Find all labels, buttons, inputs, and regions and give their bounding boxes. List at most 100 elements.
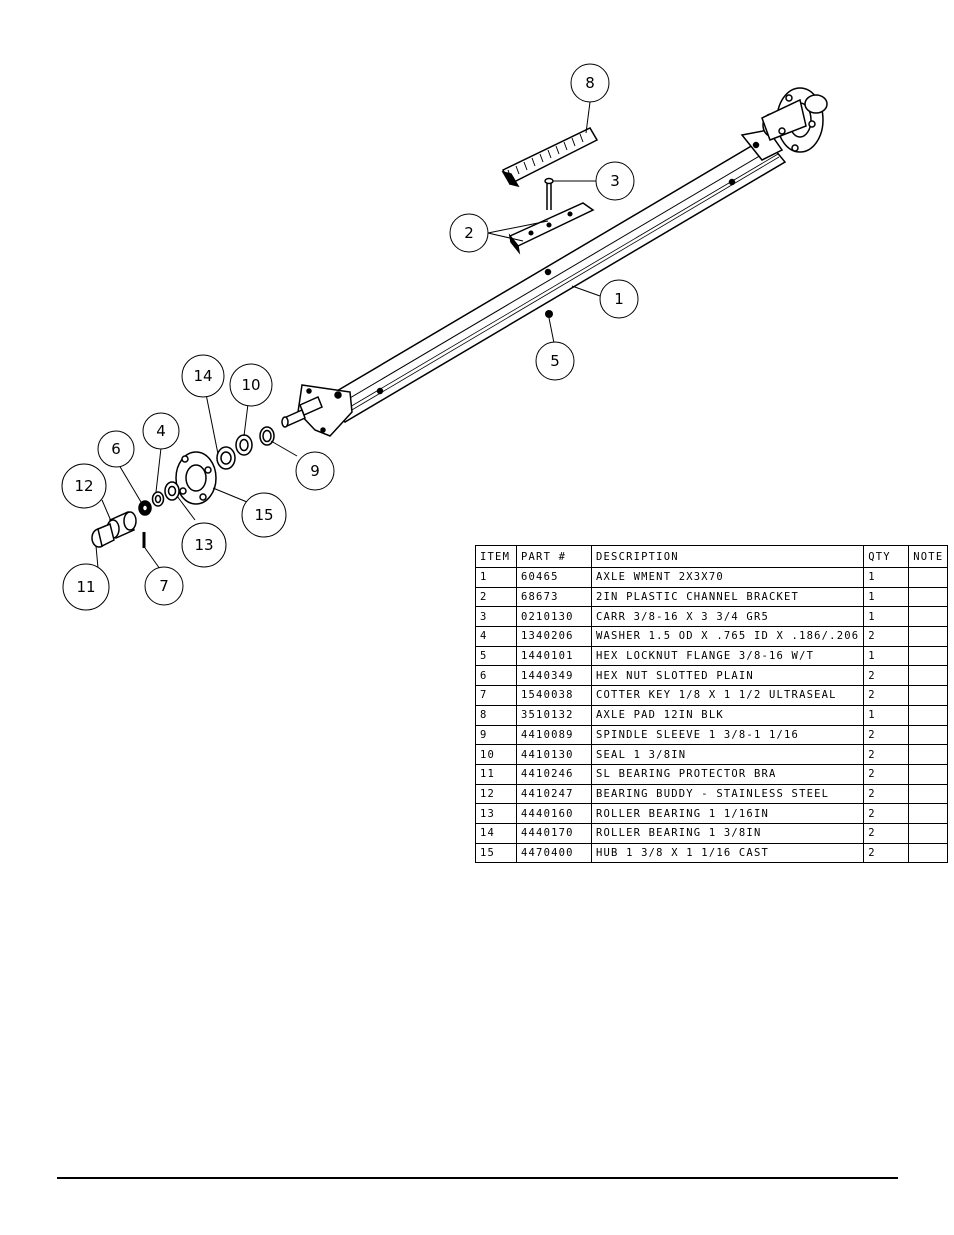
cell-part-number: 4440160: [516, 803, 592, 824]
cell-part-number: 60465: [516, 567, 592, 588]
cell-qty: 2: [863, 665, 910, 687]
cell-item: 11: [475, 763, 517, 785]
header-item: ITEM: [475, 545, 517, 568]
cell-part-number: 4410247: [516, 783, 592, 805]
cell-description: ROLLER BEARING 1 3/8IN: [590, 822, 865, 844]
footer-rule: [57, 1177, 898, 1179]
cell-qty: 2: [863, 842, 910, 864]
cell-note: [908, 645, 949, 667]
cell-note: [908, 567, 949, 588]
cell-note: [908, 606, 949, 628]
callout-5: 5: [535, 341, 575, 381]
cell-note: [908, 626, 949, 647]
cell-qty: 2: [863, 803, 910, 824]
callout-2: 2: [449, 213, 489, 253]
cell-part-number: 4410246: [516, 763, 592, 785]
cell-item: 8: [475, 704, 517, 726]
callout-15: 15: [241, 492, 287, 538]
cell-qty: 1: [863, 586, 910, 608]
header-qty: QTY: [863, 545, 910, 568]
cell-description: COTTER KEY 1/8 X 1 1/2 ULTRASEAL: [590, 685, 865, 706]
svg-text:10: 10: [241, 376, 260, 394]
cell-note: [908, 803, 949, 824]
cell-part-number: 1340206: [516, 626, 592, 647]
svg-text:11: 11: [76, 578, 95, 596]
svg-text:3: 3: [610, 172, 620, 190]
cell-item: 7: [475, 685, 517, 706]
cell-note: [908, 763, 949, 785]
cell-description: WASHER 1.5 OD X .765 ID X .186/.206: [590, 626, 865, 647]
cell-part-number: 0210130: [516, 606, 592, 628]
axle-pad: [501, 127, 599, 188]
cell-note: [908, 783, 949, 805]
cell-description: SL BEARING PROTECTOR BRA: [590, 763, 865, 785]
cell-description: SEAL 1 3/8IN: [590, 744, 865, 765]
callout-8: 8: [570, 63, 610, 103]
cell-item: 15: [475, 842, 517, 864]
cell-qty: 1: [863, 567, 910, 588]
cell-part-number: 4440170: [516, 822, 592, 844]
cell-item: 6: [475, 665, 517, 687]
callout-9: 9: [295, 451, 335, 491]
callout-13: 13: [181, 522, 227, 568]
cell-note: [908, 586, 949, 608]
callout-14: 14: [181, 354, 225, 398]
cell-qty: 2: [863, 626, 910, 647]
cell-part-number: 1440349: [516, 665, 592, 687]
svg-text:2: 2: [464, 224, 474, 242]
left-small-parts: [91, 426, 275, 548]
cell-item: 12: [475, 783, 517, 805]
cell-note: [908, 685, 949, 706]
cell-description: SPINDLE SLEEVE 1 3/8-1 1/16: [590, 724, 865, 746]
cell-qty: 2: [863, 685, 910, 706]
cell-description: AXLE WMENT 2X3X70: [590, 567, 865, 588]
callout-3: 3: [595, 161, 635, 201]
svg-text:14: 14: [193, 367, 212, 385]
cell-description: HEX LOCKNUT FLANGE 3/8-16 W/T: [590, 645, 865, 667]
header-description: DESCRIPTION: [590, 545, 865, 568]
cell-note: [908, 665, 949, 687]
cell-item: 2: [475, 586, 517, 608]
cell-note: [908, 704, 949, 726]
cell-item: 4: [475, 626, 517, 647]
callout-12: 12: [61, 463, 107, 509]
carriage-bolt: [544, 177, 554, 210]
callout-11: 11: [62, 563, 110, 611]
cell-item: 9: [475, 724, 517, 746]
right-hub-assembly: [740, 87, 828, 161]
cell-qty: 1: [863, 704, 910, 726]
cell-description: AXLE PAD 12IN BLK: [590, 704, 865, 726]
cell-note: [908, 822, 949, 844]
cell-note: [908, 744, 949, 765]
cell-part-number: 3510132: [516, 704, 592, 726]
cell-part-number: 4410089: [516, 724, 592, 746]
leader-lines: [95, 101, 601, 570]
svg-text:9: 9: [310, 462, 320, 480]
cell-description: HEX NUT SLOTTED PLAIN: [590, 665, 865, 687]
cell-part-number: 1440101: [516, 645, 592, 667]
cell-item: 1: [475, 567, 517, 588]
callout-balloons: 8 3 2 1 5 14 10 4 6 12 9 15 13 11 7: [61, 63, 639, 611]
cell-qty: 1: [863, 645, 910, 667]
cell-qty: 2: [863, 724, 910, 746]
cell-description: CARR 3/8-16 X 3 3/4 GR5: [590, 606, 865, 628]
cell-qty: 1: [863, 606, 910, 628]
left-spindle-assembly: [281, 384, 353, 437]
cell-description: ROLLER BEARING 1 1/16IN: [590, 803, 865, 824]
cell-description: BEARING BUDDY - STAINLESS STEEL: [590, 783, 865, 805]
svg-text:12: 12: [74, 477, 93, 495]
